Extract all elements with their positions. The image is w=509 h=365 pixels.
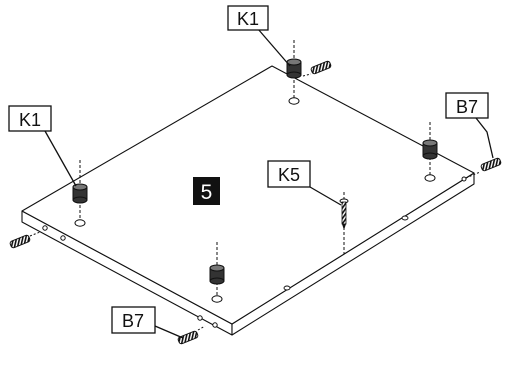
panel xyxy=(21,65,475,336)
cam-lock-front xyxy=(209,242,225,303)
callout-label: B7 xyxy=(122,311,144,331)
callout-label: K5 xyxy=(278,165,300,185)
edge-hole xyxy=(461,176,467,182)
leader-k1-top xyxy=(257,28,291,67)
callout-b7-bottom: B7 xyxy=(111,306,156,334)
callout-label: K1 xyxy=(237,9,259,29)
dowel-left xyxy=(9,231,41,249)
callout-k5: K5 xyxy=(267,160,311,188)
leader-b7-bottom xyxy=(154,325,184,339)
callout-k1-left: K1 xyxy=(8,105,52,132)
leader-k5 xyxy=(309,186,342,206)
callout-label: K1 xyxy=(19,110,41,130)
edge-holes xyxy=(42,176,467,328)
cam-lock-right xyxy=(422,122,438,182)
leader-b7-right xyxy=(475,117,494,159)
top-hole xyxy=(283,285,291,291)
edge-hole xyxy=(42,225,48,231)
edge-hole xyxy=(212,322,218,328)
dowel-bottom xyxy=(177,325,206,345)
edge-hole xyxy=(60,235,66,241)
callout-label: B7 xyxy=(456,97,478,117)
top-holes xyxy=(283,215,409,291)
step-number: 5 xyxy=(201,181,213,204)
leader-k1-left xyxy=(44,130,77,187)
cam-lock-top xyxy=(286,40,302,105)
callout-b7-right: B7 xyxy=(445,92,489,119)
dowel-right xyxy=(465,157,502,179)
leader-lines xyxy=(44,28,494,339)
edge-hole xyxy=(197,315,203,321)
panel-top-face xyxy=(21,65,475,325)
top-hole xyxy=(401,215,409,221)
screw-k5 xyxy=(339,192,349,254)
step-number-badge: 5 xyxy=(193,177,220,205)
dowel-top-right xyxy=(302,60,332,77)
callout-k1-top: K1 xyxy=(227,5,269,31)
cam-lock-left xyxy=(72,160,88,227)
